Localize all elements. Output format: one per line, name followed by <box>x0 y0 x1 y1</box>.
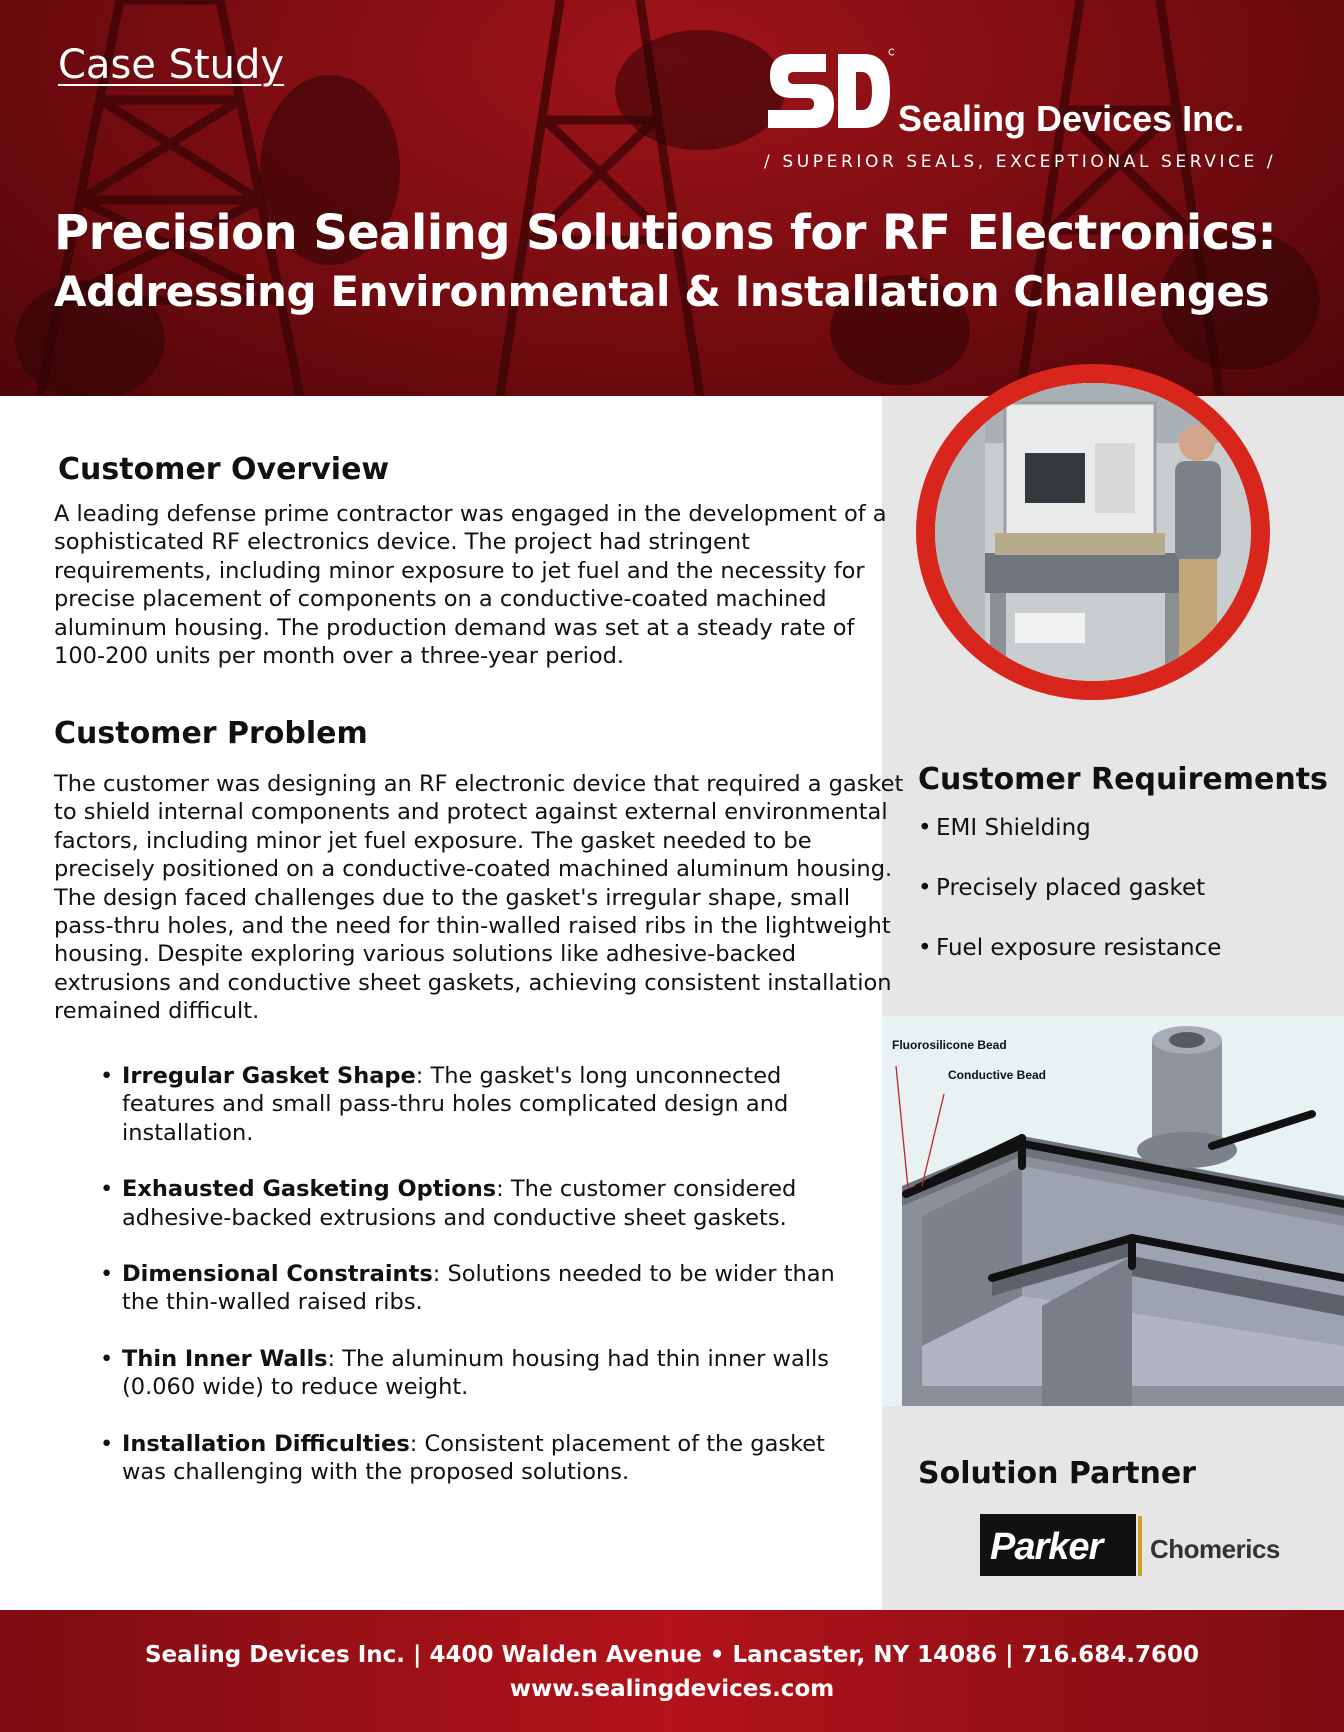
bullet-item: • Irregular Gasket Shape: The gasket's l… <box>100 1062 860 1147</box>
problem-line: pass-thru holes, and the need for thin-w… <box>54 913 891 940</box>
parker-logo-block <box>980 1514 1136 1576</box>
overview-line: A leading defense prime contractor was e… <box>54 501 887 527</box>
overview-line: aluminum housing. The production demand … <box>54 614 855 641</box>
problem-line: housing. Despite exploring various solut… <box>54 941 797 968</box>
gasket-diagram: Fluorosilicone Bead Conductive Bead <box>882 1016 1344 1406</box>
footer-contact: Sealing Devices Inc. | 4400 Walden Avenu… <box>144 1642 1200 1668</box>
bullet-item: • Dimensional Constraints: Solutions nee… <box>100 1260 860 1317</box>
bullet-text: installation. <box>122 1119 254 1146</box>
requirement-text: Precisely placed gasket <box>936 875 1206 901</box>
bullet-item: • Installation Difficulties: Consistent … <box>100 1430 860 1487</box>
bullet-marker: • <box>918 815 932 841</box>
bullet-text: : The customer considered <box>496 1176 797 1203</box>
bullet-item: • Thin Inner Walls: The aluminum housing… <box>100 1345 860 1402</box>
requirements-heading: Customer Requirements <box>918 762 1328 797</box>
bullet-marker: • <box>100 1345 114 1372</box>
partner-heading: Solution Partner <box>918 1456 1196 1491</box>
company-name: Sealing Devices Inc. <box>898 98 1245 139</box>
bullet-text: was challenging with the proposed soluti… <box>122 1459 630 1486</box>
housing-cad-render <box>895 1026 1344 1406</box>
bullet-title: Irregular Gasket Shape <box>122 1063 416 1089</box>
chomerics-logo-text: Chomerics <box>1150 1534 1280 1564</box>
problem-line: extrusions and conductive sheet gaskets,… <box>54 969 892 996</box>
footer: Sealing Devices Inc. | 4400 Walden Avenu… <box>0 1610 1344 1732</box>
bullet-marker: • <box>918 935 932 961</box>
bullet-marker: • <box>100 1063 114 1089</box>
bullet-title: Installation Difficulties <box>122 1430 410 1457</box>
overview-line: precise placement of components on a con… <box>54 586 827 613</box>
overview-text: A leading defense prime contractor was e… <box>54 500 887 670</box>
page-title: Precision Sealing Solutions for RF Elect… <box>54 204 1344 322</box>
title-line-2: Addressing Environmental & Installation … <box>54 267 1270 316</box>
problem-line: to shield internal components and protec… <box>54 799 888 826</box>
overview-line: 100-200 units per month over a three-yea… <box>54 643 625 670</box>
conductive-bead-label: Conductive Bead <box>948 1068 1047 1082</box>
requirement-text: EMI Shielding <box>936 815 1091 841</box>
bullet-item: • Exhausted Gasketing Options: The custo… <box>100 1175 860 1232</box>
bullet-title: Dimensional Constraints <box>122 1261 433 1288</box>
bullet-marker: • <box>100 1430 114 1457</box>
bullet-title: Thin Inner Walls <box>122 1345 328 1372</box>
requirement-item: •EMI Shielding <box>918 812 1338 844</box>
overview-heading: Customer Overview <box>58 452 390 487</box>
overview-line: sophisticated RF electronics device. The… <box>54 529 750 556</box>
problem-line: The customer was designing an RF electro… <box>54 771 904 797</box>
problem-bullet-list: • Irregular Gasket Shape: The gasket's l… <box>100 1062 860 1514</box>
title-line-1: Precision Sealing Solutions for RF Elect… <box>54 205 1277 261</box>
bullet-text: : Solutions needed to be wider than <box>432 1261 835 1288</box>
bullet-text: features and small pass-thru holes compl… <box>122 1091 789 1118</box>
overview-line: requirements, including minor exposure t… <box>54 557 865 584</box>
bullet-text: : The gasket's long unconnected <box>415 1063 782 1089</box>
fluorosilicone-bead-label: Fluorosilicone Bead <box>892 1038 1007 1052</box>
bullet-text: (0.060 wide) to reduce weight. <box>122 1374 469 1401</box>
dispensing-machine-image <box>935 383 1251 681</box>
logo-divider <box>1138 1516 1142 1576</box>
problem-line: factors, including minor jet fuel exposu… <box>54 827 812 854</box>
bullet-text: the thin-walled raised ribs. <box>122 1289 423 1316</box>
header-banner: Case Study Sealing Devices Inc. / SUPERI… <box>0 0 1344 396</box>
footer-website-link[interactable]: www.sealingdevices.com <box>509 1676 835 1702</box>
case-study-link[interactable]: Case Study <box>58 42 285 88</box>
problem-text: The customer was designing an RF electro… <box>54 770 903 1026</box>
requirement-text: Fuel exposure resistance <box>936 935 1222 961</box>
parker-logo-text: Parker <box>990 1526 1103 1568</box>
problem-line: precisely positioned on a conductive-coa… <box>54 856 893 883</box>
requirement-item: •Precisely placed gasket <box>918 872 1338 904</box>
bullet-marker: • <box>918 875 932 901</box>
requirement-item: •Fuel exposure resistance <box>918 932 1338 964</box>
problem-line: remained difficult. <box>54 998 260 1025</box>
sd-logo-icon <box>768 48 894 128</box>
problem-line: The design faced challenges due to the g… <box>54 884 851 911</box>
bullet-title: Exhausted Gasketing Options <box>122 1176 497 1203</box>
radio-towers-background <box>15 0 1320 396</box>
bullet-text: : Consistent placement of the gasket <box>409 1430 825 1457</box>
lab-photo <box>935 383 1251 681</box>
bullet-text: adhesive-backed extrusions and conductiv… <box>122 1204 787 1231</box>
requirements-list: •EMI Shielding •Precisely placed gasket … <box>918 812 1338 992</box>
bullet-marker: • <box>100 1176 114 1203</box>
bullet-marker: • <box>100 1261 114 1288</box>
company-logo: Sealing Devices Inc. / SUPERIOR SEALS, E… <box>764 46 1294 176</box>
problem-heading: Customer Problem <box>54 716 368 751</box>
parker-chomerics-logo: Parker Chomerics <box>980 1514 1280 1578</box>
bullet-text: : The aluminum housing had thin inner wa… <box>327 1345 829 1372</box>
company-tagline: / SUPERIOR SEALS, EXCEPTIONAL SERVICE / <box>764 152 1277 172</box>
